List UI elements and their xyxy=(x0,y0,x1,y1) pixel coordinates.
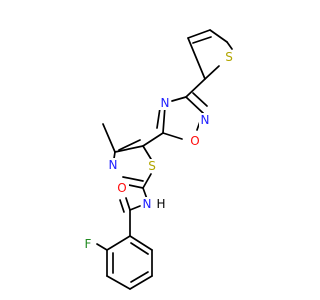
bond xyxy=(162,132,183,140)
atom-label: S xyxy=(225,50,233,64)
bond xyxy=(130,271,149,283)
bond xyxy=(114,145,144,153)
atom-n-amide: N xyxy=(141,197,154,211)
bond xyxy=(209,29,228,43)
atom-s-thiophene: S xyxy=(223,50,235,64)
bond xyxy=(185,78,206,98)
atom-label: O xyxy=(117,181,126,195)
atom-label: N xyxy=(143,197,152,211)
bond xyxy=(156,107,161,129)
bond xyxy=(171,96,187,102)
bond xyxy=(102,123,116,153)
atom-o-amide: O xyxy=(115,181,129,195)
bond xyxy=(106,235,131,251)
bond xyxy=(185,96,204,114)
atom-label: S xyxy=(148,159,156,173)
bond xyxy=(129,275,153,290)
bond xyxy=(187,29,211,39)
bond xyxy=(192,92,208,107)
atom-label: N xyxy=(201,113,210,127)
atom-label: F xyxy=(85,237,92,251)
bond xyxy=(162,105,166,134)
bond xyxy=(226,41,233,50)
bond xyxy=(119,199,125,213)
bond xyxy=(125,197,131,211)
atom-n-oxadiazole-2: N xyxy=(199,113,212,127)
atom-n-thiazole: N xyxy=(107,158,120,172)
bond xyxy=(187,37,206,80)
atom-labels: S O N N N S N H xyxy=(82,50,235,251)
bond xyxy=(129,235,153,251)
bonds xyxy=(96,29,233,290)
bond xyxy=(192,36,212,44)
bond xyxy=(142,173,152,189)
bond xyxy=(129,205,141,211)
bond xyxy=(142,145,152,160)
atom-label: H xyxy=(156,197,165,211)
bond xyxy=(106,275,131,290)
atom-label: N xyxy=(109,158,118,172)
bond xyxy=(204,65,220,80)
atom-o-oxadiazole: O xyxy=(188,134,202,148)
atom-label: N xyxy=(161,96,170,110)
atom-n-oxadiazole-4: N xyxy=(158,96,171,110)
bond xyxy=(142,132,164,147)
atom-f: F xyxy=(82,237,94,251)
atom-label: O xyxy=(190,134,199,148)
bond xyxy=(96,243,108,251)
bond xyxy=(118,139,141,151)
bond xyxy=(122,176,144,182)
bond xyxy=(130,242,149,255)
atom-s-thiazole: S xyxy=(146,159,158,173)
atom-h-amide: H xyxy=(155,197,167,211)
molecule-structure: S O N N N S N H xyxy=(82,29,235,290)
